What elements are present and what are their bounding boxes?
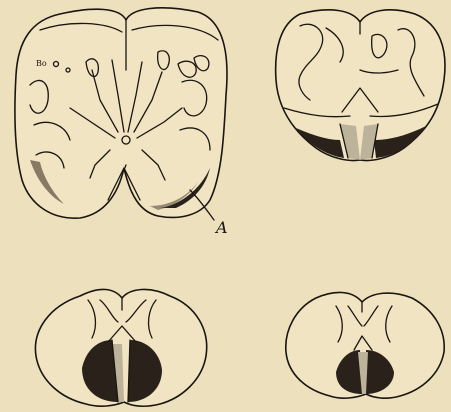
section-marks: Bo: [36, 59, 47, 68]
section-bottom-right: [286, 292, 444, 398]
label-a: A: [214, 218, 228, 237]
section-bottom-left: [35, 289, 206, 406]
